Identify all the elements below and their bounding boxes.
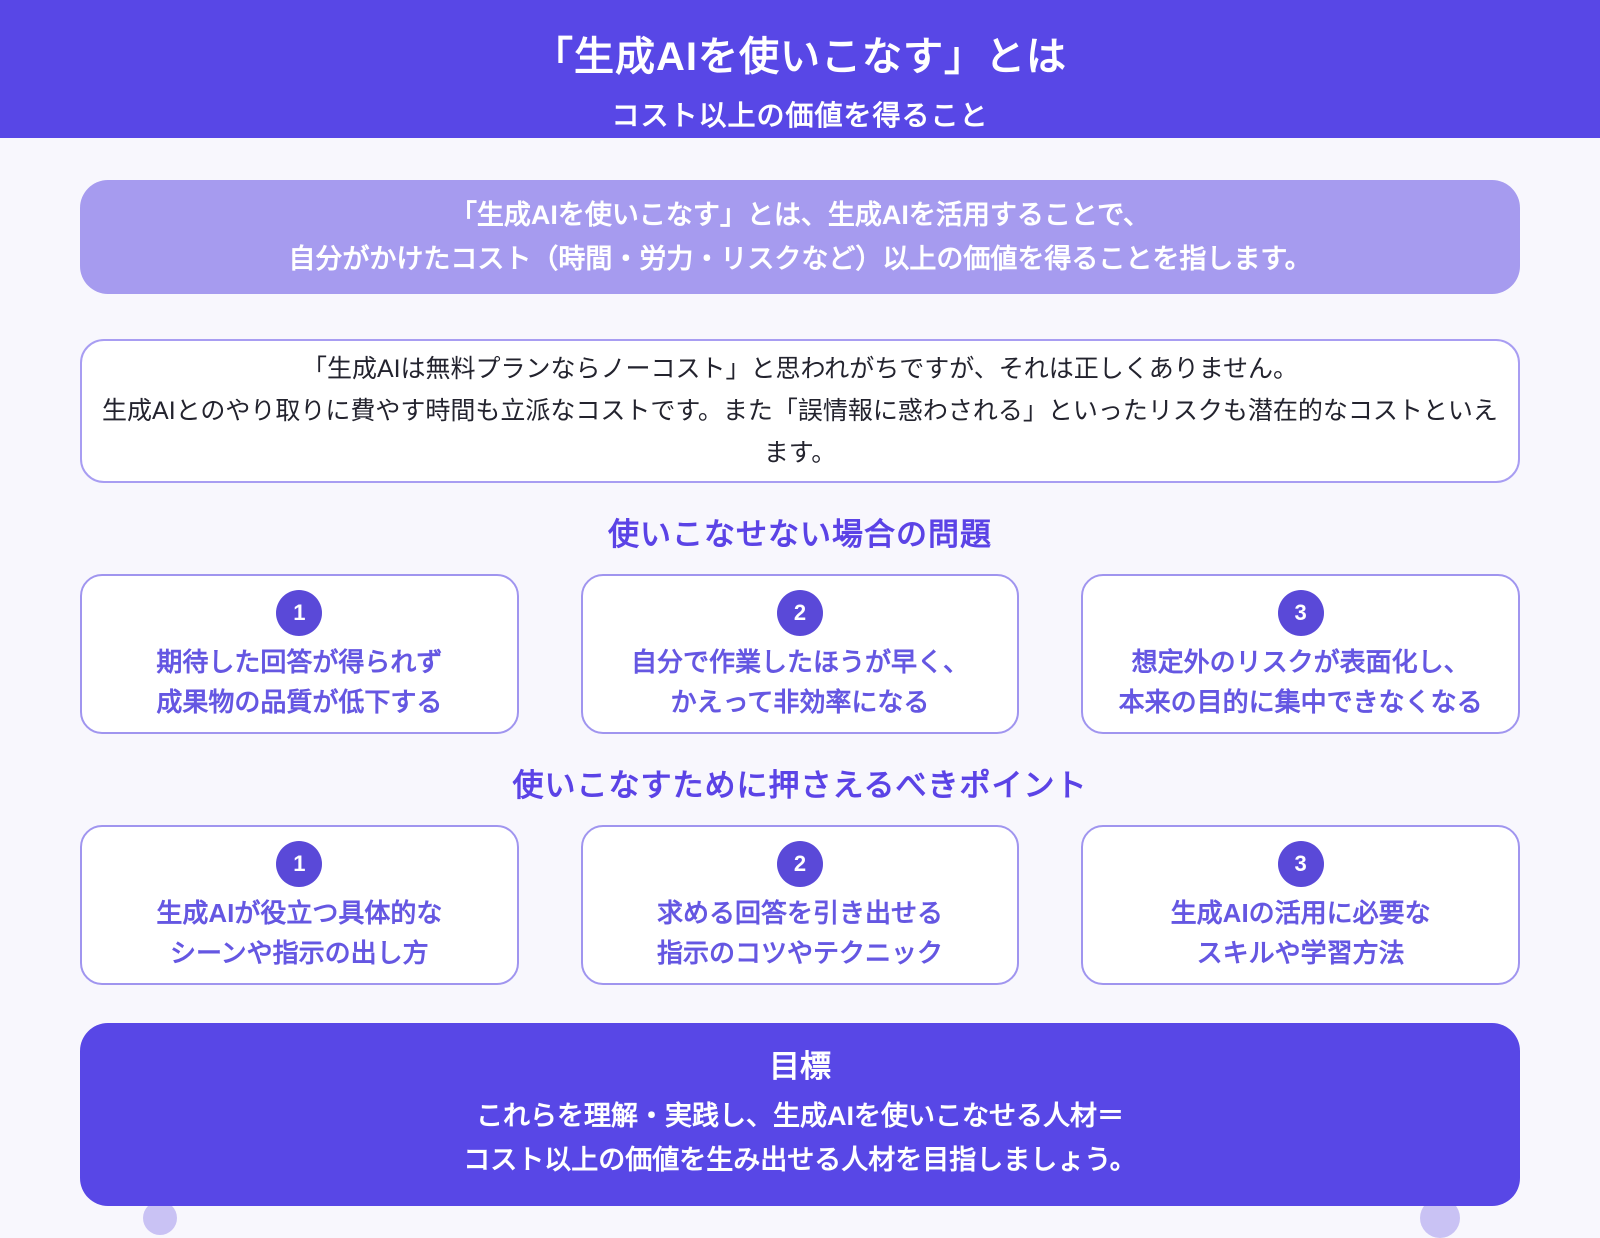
page-subtitle: コスト以上の価値を得ること bbox=[611, 100, 989, 131]
point-card-2: 2 求める回答を引き出せる 指示のコツやテクニック bbox=[580, 825, 1020, 985]
problem-2-line-1: 自分で作業したほうが早く、 bbox=[631, 647, 970, 677]
problem-1-line-1: 期待した回答が得られず bbox=[156, 647, 443, 677]
decorative-circle-left bbox=[143, 1201, 177, 1235]
problem-card-1: 1 期待した回答が得られず 成果物の品質が低下する bbox=[80, 574, 519, 734]
points-card-row: 1 生成AIが役立つ具体的な シーンや指示の出し方 2 求める回答を引き出せる … bbox=[80, 825, 1521, 985]
goal-section: 目標 これらを理解・実践し、生成AIを使いこなせる人材＝ コスト以上の価値を生み… bbox=[80, 1023, 1520, 1238]
point-card-3: 3 生成AIの活用に必要な スキルや学習方法 bbox=[1081, 825, 1521, 985]
problems-heading: 使いこなせない場合の問題 bbox=[608, 517, 992, 552]
goal-line-2: コスト以上の価値を生み出せる人材を目指しましょう。 bbox=[463, 1145, 1137, 1175]
point-1-line-1: 生成AIが役立つ具体的な bbox=[156, 898, 443, 928]
point-2-line-2: 指示のコツやテクニック bbox=[657, 938, 944, 968]
problem-3-line-2: 本来の目的に集中できなくなる bbox=[1118, 687, 1483, 717]
definition-line-2: 自分がかけたコスト（時間・労力・リスクなど）以上の価値を得ることを指します。 bbox=[288, 244, 1312, 274]
point-3-line-2: スキルや学習方法 bbox=[1196, 938, 1405, 968]
header-banner: 「生成AIを使いこなす」とは コスト以上の価値を得ること bbox=[0, 0, 1600, 138]
problem-2-line-2: かえって非効率になる bbox=[670, 687, 930, 717]
point-2-line-1: 求める回答を引き出せる bbox=[657, 898, 944, 928]
problem-card-2: 2 自分で作業したほうが早く、 かえって非効率になる bbox=[580, 574, 1020, 734]
number-badge: 2 bbox=[777, 841, 823, 887]
goal-box: 目標 これらを理解・実践し、生成AIを使いこなせる人材＝ コスト以上の価値を生み… bbox=[80, 1023, 1520, 1206]
definition-box: 「生成AIを使いこなす」とは、生成AIを活用することで、 自分がかけたコスト（時… bbox=[80, 180, 1520, 294]
goal-line-1: これらを理解・実践し、生成AIを使いこなせる人材＝ bbox=[476, 1101, 1124, 1131]
point-1-line-2: シーンや指示の出し方 bbox=[169, 938, 429, 968]
problem-3-line-1: 想定外のリスクが表面化し、 bbox=[1131, 647, 1470, 677]
number-badge: 3 bbox=[1277, 841, 1324, 887]
problem-card-3: 3 想定外のリスクが表面化し、 本来の目的に集中できなくなる bbox=[1081, 574, 1521, 734]
point-card-1: 1 生成AIが役立つ具体的な シーンや指示の出し方 bbox=[80, 825, 519, 985]
note-line-2: 生成AIとのやり取りに費やす時間も立派なコストです。また「誤情報に惑わされる」と… bbox=[102, 397, 1498, 467]
number-badge: 1 bbox=[276, 590, 323, 636]
note-line-1: 「生成AIは無料プランならノーコスト」と思われがちですが、それは正しくありません… bbox=[301, 355, 1299, 383]
definition-line-1: 「生成AIを使いこなす」とは、生成AIを活用することで、 bbox=[449, 200, 1151, 230]
problem-1-line-2: 成果物の品質が低下する bbox=[156, 687, 443, 717]
number-badge: 2 bbox=[777, 590, 823, 636]
content-area: 「生成AIを使いこなす」とは、生成AIを活用することで、 自分がかけたコスト（時… bbox=[80, 180, 1521, 1238]
points-heading: 使いこなすために押さえるべきポイント bbox=[512, 768, 1088, 803]
page-title: 「生成AIを使いこなす」とは bbox=[533, 35, 1067, 79]
point-3-line-1: 生成AIの活用に必要な bbox=[1170, 898, 1431, 928]
problems-card-row: 1 期待した回答が得られず 成果物の品質が低下する 2 自分で作業したほうが早く… bbox=[80, 574, 1521, 734]
number-badge: 3 bbox=[1277, 590, 1324, 636]
note-box: 「生成AIは無料プランならノーコスト」と思われがちですが、それは正しくありません… bbox=[80, 339, 1520, 483]
goal-title: 目標 bbox=[769, 1049, 831, 1084]
number-badge: 1 bbox=[276, 841, 323, 887]
